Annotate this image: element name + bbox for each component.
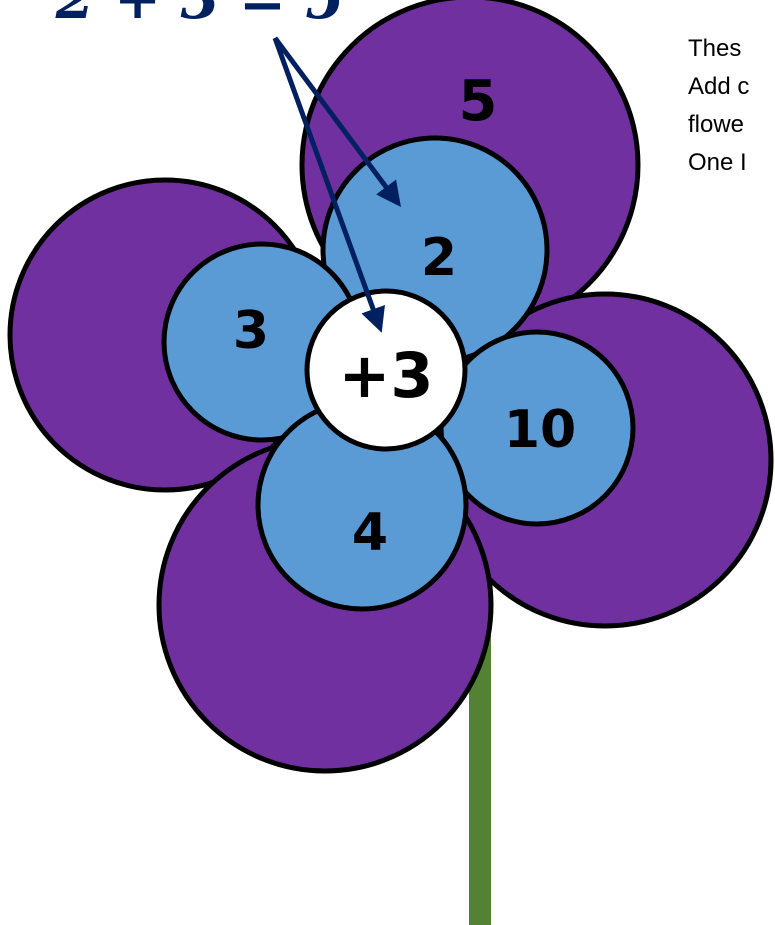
instruction-line-4: One I (688, 144, 775, 182)
instruction-line-3: flowe (688, 106, 775, 144)
example-equation: 2 + 3 = 5 (55, 0, 345, 32)
instruction-line-2: Add c (688, 68, 775, 106)
inner-petal-number-top: 2 (421, 228, 457, 288)
center-label: +3 (338, 339, 433, 412)
inner-petal-number-right: 10 (504, 400, 576, 460)
instructions-text: Thes Add c flowe One I (688, 30, 775, 182)
outer-petal-number: 5 (459, 69, 498, 134)
inner-petal-number-left: 3 (233, 301, 269, 361)
inner-petal-number-bottom: 4 (352, 503, 388, 563)
instruction-line-1: Thes (688, 30, 775, 68)
